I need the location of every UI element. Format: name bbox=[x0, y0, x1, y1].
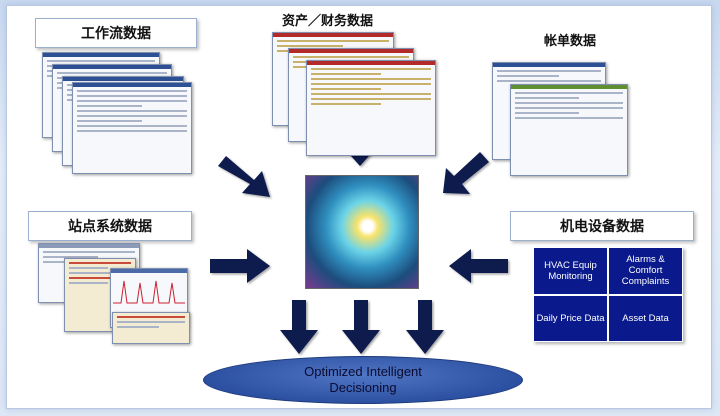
decisioning-text: Optimized Intelligent Decisioning bbox=[304, 364, 422, 395]
decisioning-ellipse: Optimized Intelligent Decisioning bbox=[203, 356, 523, 404]
arrow-site-to-center bbox=[210, 249, 270, 283]
billing-data-label: 帐单数据 bbox=[544, 34, 597, 49]
site-screenshot-4 bbox=[112, 312, 190, 344]
site-system-data-label: 站点系统数据 bbox=[28, 211, 192, 241]
asset-data-cell: Asset Data bbox=[609, 295, 682, 341]
assets-finance-data-label: 资产／财务数据 bbox=[282, 14, 374, 29]
waveform-icon bbox=[113, 280, 185, 304]
arrow-center-to-decision-left bbox=[280, 300, 318, 354]
mep-data-grid: HVAC Equip Monitoring Alarms & Comfort C… bbox=[533, 247, 683, 342]
arrow-center-to-decision-middle bbox=[342, 300, 380, 354]
billing-screenshot-2 bbox=[510, 84, 628, 176]
brain-scan-image bbox=[305, 175, 419, 289]
arrow-mep-to-center bbox=[449, 249, 508, 283]
mep-equipment-data-label: 机电设备数据 bbox=[510, 211, 694, 241]
arrow-workflow-to-center bbox=[218, 156, 270, 197]
workflow-screenshot-4 bbox=[72, 82, 192, 174]
arrow-billing-to-center bbox=[443, 152, 489, 194]
hvac-monitoring-cell: HVAC Equip Monitoring bbox=[534, 248, 607, 294]
alarms-complaints-cell: Alarms & Comfort Complaints bbox=[609, 248, 682, 294]
arrow-center-to-decision-right bbox=[406, 300, 444, 354]
assets-screenshot-3 bbox=[306, 60, 436, 156]
daily-price-cell: Daily Price Data bbox=[534, 295, 607, 341]
workflow-data-label: 工作流数据 bbox=[35, 18, 197, 48]
